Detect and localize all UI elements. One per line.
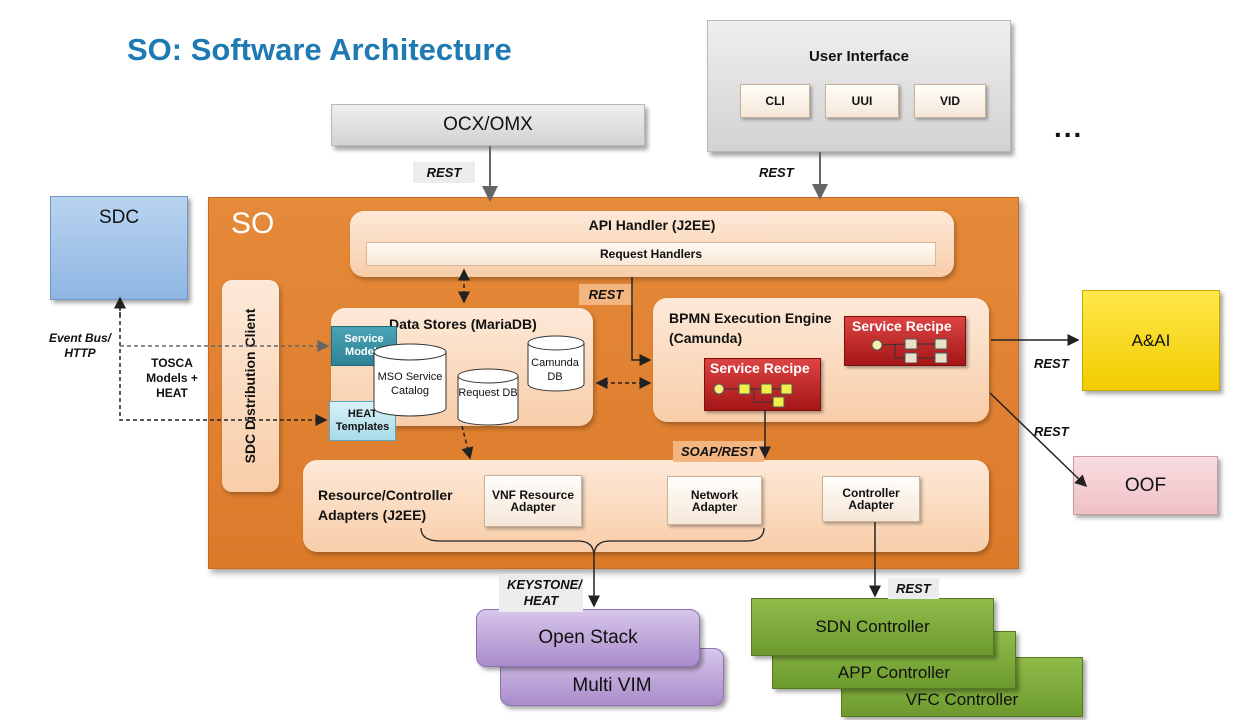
rest-label-aai: REST — [1034, 356, 1069, 371]
service-recipe-main[interactable]: Service Recipe — [704, 358, 821, 411]
request-handlers-bar[interactable]: Request Handlers — [366, 242, 936, 266]
rest-label-ui: REST — [759, 165, 794, 180]
page-title: SO: Software Architecture — [127, 32, 512, 67]
service-models-box[interactable]: Service Models — [331, 326, 397, 366]
network-adapter-box[interactable]: Network Adapter — [667, 476, 762, 525]
camunda-db-label: Camunda DB — [531, 357, 579, 383]
so-label: SO — [231, 207, 275, 240]
bpmn-engine-title: BPMN Execution Engine (Camunda) — [669, 310, 832, 346]
ocx-omx-box[interactable]: OCX/OMX — [331, 104, 645, 146]
user-interface-box[interactable]: User Interface CLI UUI VID — [707, 20, 1011, 152]
vnf-adapter-box[interactable]: VNF Resource Adapter — [484, 475, 582, 527]
event-bus-label: Event Bus/ HTTP — [48, 331, 111, 360]
soap-rest-label: SOAP/REST — [673, 441, 765, 462]
datastore-adapters-arrow — [461, 425, 474, 460]
rest-label-oof: REST — [1034, 424, 1069, 439]
request-db-label: Request DB — [458, 387, 518, 399]
data-stores-title: Data Stores (MariaDB) — [389, 316, 537, 332]
uui-box[interactable]: UUI — [825, 84, 899, 118]
openstack-box[interactable]: Open Stack — [476, 609, 700, 667]
bpmn-oof-arrow — [989, 392, 1088, 488]
vid-box[interactable]: VID — [914, 84, 986, 118]
workflow-icon — [713, 383, 793, 408]
tosca-label: TOSCA Models + HEAT — [146, 356, 198, 400]
sdc-heat-arrow — [119, 300, 328, 426]
rest-label-ocx: REST — [413, 162, 475, 183]
user-interface-title: User Interface — [808, 48, 910, 65]
rest-label-api: REST — [579, 284, 633, 305]
sdc-distribution-client[interactable]: SDC Distribution Client — [222, 280, 279, 492]
api-bpmn-arrow — [631, 277, 652, 366]
mso-catalog-label: MSO Service Catalog — [377, 371, 443, 397]
camunda-db-cylinder — [527, 335, 585, 392]
controller-adapter-box[interactable]: Controller Adapter — [822, 476, 920, 522]
api-handler-title: API Handler (J2EE) — [588, 217, 716, 233]
service-recipe-main-label: Service Recipe — [710, 360, 810, 376]
cli-box[interactable]: CLI — [740, 84, 810, 118]
oof-box[interactable]: OOF — [1073, 456, 1218, 515]
service-recipe-top-label: Service Recipe — [852, 318, 952, 334]
database-cylinders — [373, 343, 519, 426]
adapters-brace — [420, 527, 765, 557]
adapters-title: Resource/Controller Adapters (J2EE) — [318, 487, 453, 523]
sdn-controller-box[interactable]: SDN Controller — [751, 598, 994, 656]
service-recipe-top[interactable]: Service Recipe — [844, 316, 966, 366]
ellipsis: ... — [1054, 112, 1084, 143]
rest-label-controllers: REST — [888, 578, 939, 599]
keystone-label: KEYSTONE/ HEAT — [499, 574, 583, 612]
workflow-icon — [871, 338, 948, 363]
aai-box[interactable]: A&AI — [1082, 290, 1220, 391]
api-handler-box[interactable]: API Handler (J2EE) Request Handlers — [350, 211, 954, 277]
